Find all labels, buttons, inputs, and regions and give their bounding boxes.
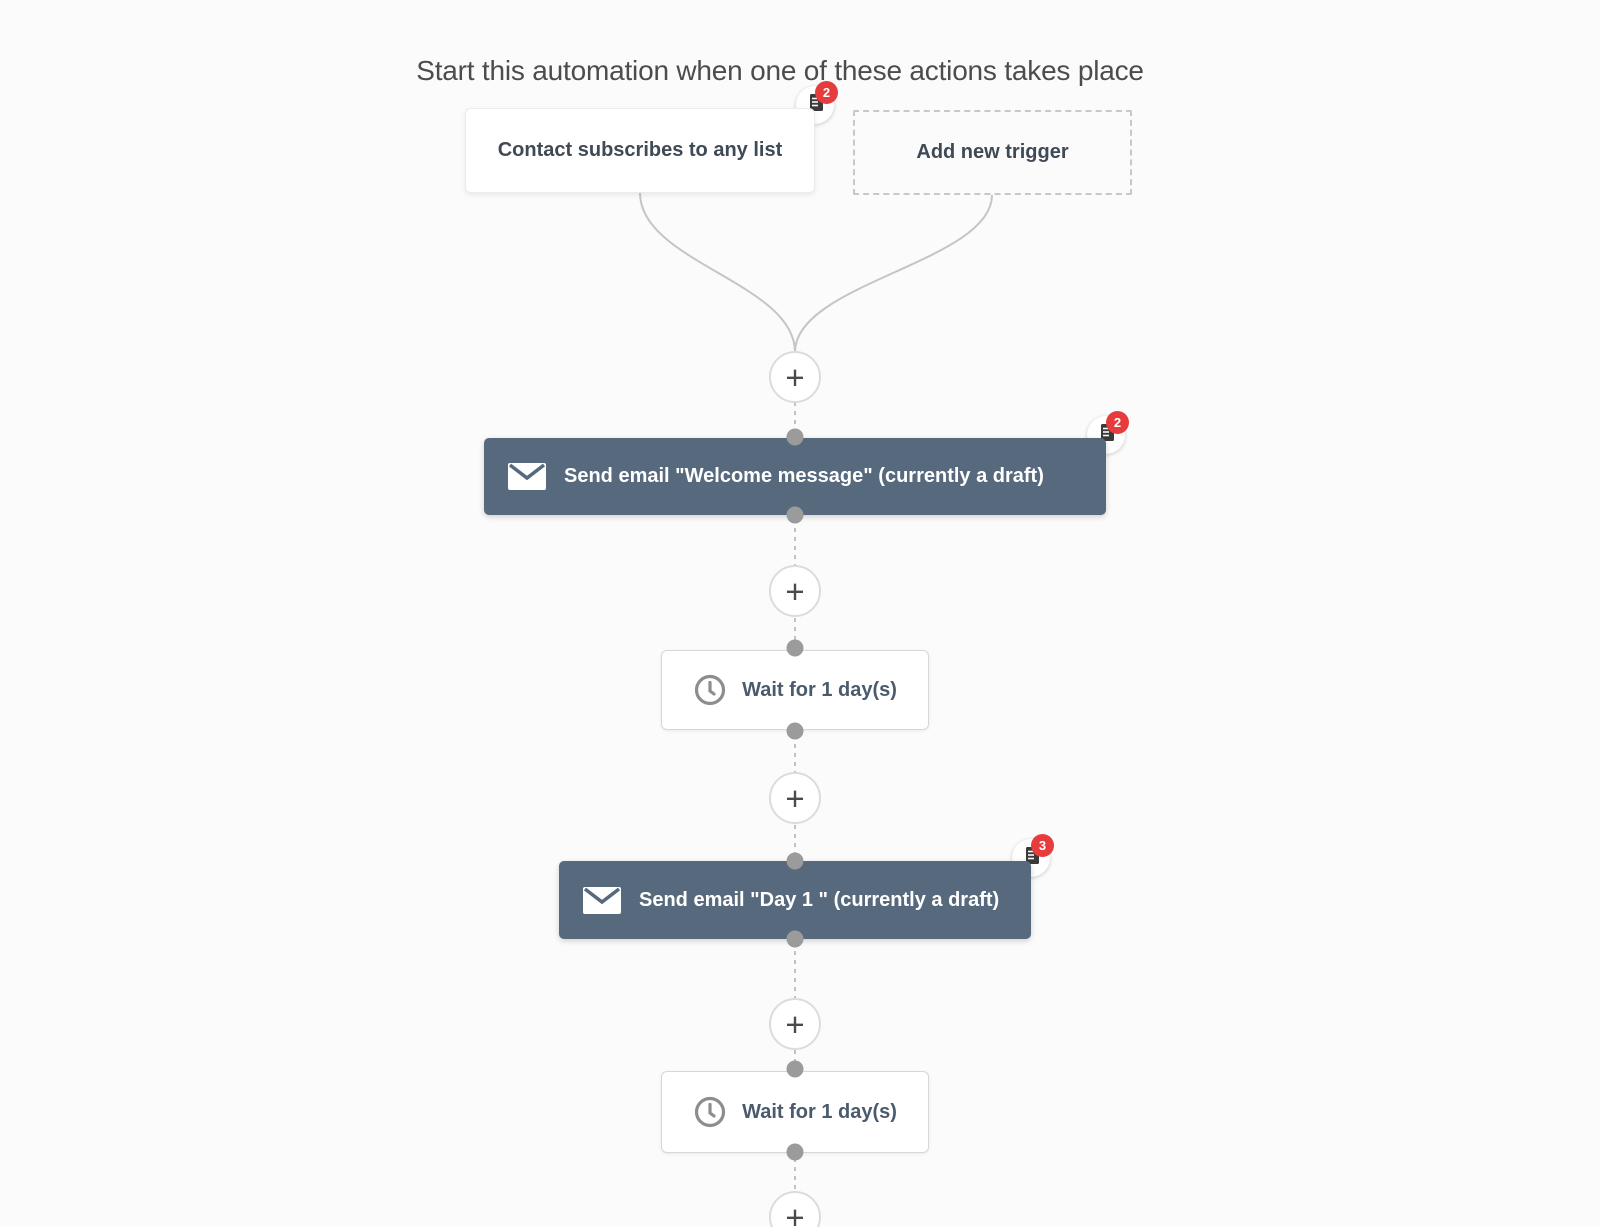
notes-badge[interactable]: 3 <box>1012 834 1054 877</box>
plus-icon: + <box>785 572 805 610</box>
add-action-button[interactable]: + <box>769 351 821 403</box>
node-wait-1-day[interactable]: Wait for 1 day(s) <box>661 650 929 730</box>
plus-icon: + <box>785 779 805 817</box>
page-title: Start this automation when one of these … <box>416 55 1144 86</box>
node-label: Send email "Day 1 " (currently a draft) <box>639 888 1000 911</box>
envelope-icon <box>583 886 621 914</box>
node-send-email-welcome-message[interactable]: Send email "Welcome message" (currently … <box>484 438 1106 515</box>
notes-badge[interactable]: 2 <box>796 81 838 124</box>
add-action-button[interactable]: + <box>769 772 821 824</box>
plus-icon: + <box>785 1198 805 1227</box>
notes-count-badge: 2 <box>815 81 838 104</box>
node-send-email-day-1[interactable]: Send email "Day 1 " (currently a draft) <box>559 861 1031 939</box>
add-action-button[interactable]: + <box>769 1191 821 1227</box>
add-action-button[interactable]: + <box>769 565 821 617</box>
branch-connector-right <box>794 194 993 353</box>
node-label: Wait for 1 day(s) <box>742 1100 897 1123</box>
plus-icon: + <box>785 1005 805 1043</box>
notes-count-badge: 3 <box>1031 834 1054 857</box>
clock-icon <box>693 673 727 707</box>
notes-count-badge: 2 <box>1106 411 1129 434</box>
branch-connector-left <box>639 192 796 353</box>
trigger-contact-subscribes[interactable]: Contact subscribes to any list <box>465 108 815 193</box>
node-wait-1-day[interactable]: Wait for 1 day(s) <box>661 1071 929 1153</box>
add-action-button[interactable]: + <box>769 998 821 1050</box>
trigger-label: Contact subscribes to any list <box>497 139 783 161</box>
node-label: Send email "Welcome message" (currently … <box>564 465 1044 487</box>
trigger-label: Add new trigger <box>916 141 1069 163</box>
envelope-icon <box>508 463 546 490</box>
plus-icon: + <box>785 358 805 396</box>
node-label: Wait for 1 day(s) <box>742 678 897 701</box>
clock-icon <box>693 1095 727 1129</box>
add-new-trigger-button[interactable]: Add new trigger <box>853 110 1132 195</box>
